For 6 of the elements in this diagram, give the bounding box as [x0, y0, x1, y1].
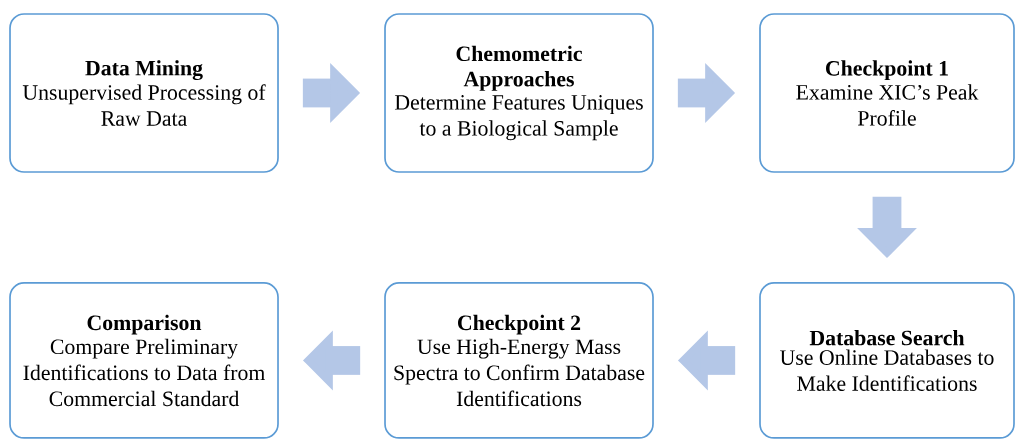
process-box: Database Search Use Online Databases to Make Identifications [759, 282, 1015, 439]
process-box: Comparison Compare Preliminary Identifications to Data from Commercial Standard [9, 282, 279, 439]
process-box: Chemometric Approaches Determine Features Uniques to a Biological Sample [384, 13, 654, 173]
process-box: Data Mining Unsupervised Processing of Raw Data [9, 13, 279, 173]
process-box: Checkpoint 2 Use High-Energy Mass Spectra to Confirm Database Identifications [384, 282, 654, 439]
process-box: Checkpoint 1 Examine XIC’s Peak Profile [759, 13, 1015, 173]
